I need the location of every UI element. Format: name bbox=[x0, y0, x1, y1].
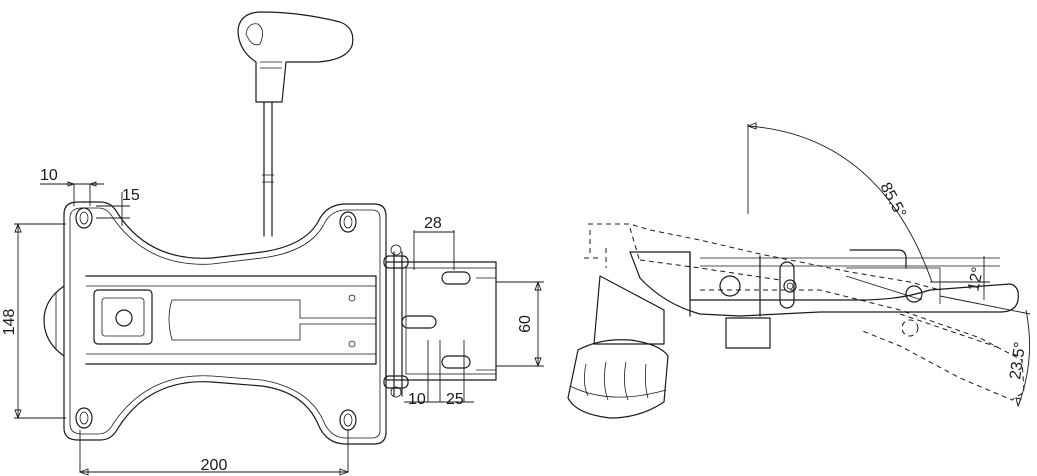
dim-height: 148 bbox=[1, 309, 18, 336]
mount-hole bbox=[343, 215, 353, 229]
angle-arc-backrest bbox=[747, 125, 933, 283]
center-rail-inner bbox=[168, 299, 376, 341]
cylinder-mount bbox=[93, 289, 153, 345]
dim-hole-offset-y: 15 bbox=[122, 187, 140, 204]
angle-backrest: 85.5° bbox=[876, 180, 909, 221]
mount-hole bbox=[79, 411, 89, 425]
side-view: 85.5° 12° 23.5° bbox=[567, 122, 1031, 419]
dim-slot-length: 25 bbox=[446, 391, 464, 408]
lift-knob bbox=[567, 339, 669, 419]
tilt-up-outline bbox=[584, 223, 941, 291]
dim-slot-offset: 10 bbox=[408, 391, 426, 408]
dim-slot-spacing: 28 bbox=[424, 215, 442, 232]
top-view: 10 15 148 200 28 60 10 25 bbox=[1, 11, 544, 476]
tilt-down-outline bbox=[700, 289, 1025, 401]
base-plate bbox=[63, 201, 387, 445]
mount-hole bbox=[343, 413, 353, 427]
seat-plate bbox=[629, 251, 1019, 317]
dim-width: 200 bbox=[201, 457, 228, 474]
angle-tilt-down: 23.5° bbox=[1007, 341, 1029, 381]
mount-hole bbox=[75, 207, 93, 229]
base-plate-inner bbox=[69, 207, 381, 439]
mount-hole bbox=[339, 211, 357, 233]
dim-slot-height: 60 bbox=[517, 315, 534, 333]
mount-hole bbox=[339, 409, 357, 431]
gas-lift bbox=[593, 275, 665, 345]
lever-handle bbox=[237, 11, 354, 103]
center-rail bbox=[85, 275, 377, 365]
angle-tilt-up: 12° bbox=[965, 266, 987, 293]
mount-hole bbox=[75, 407, 93, 429]
mount-hole bbox=[79, 211, 89, 225]
dim-hole-offset-x: 10 bbox=[40, 167, 58, 184]
lever-rod bbox=[263, 101, 273, 237]
side-knob bbox=[43, 285, 65, 357]
